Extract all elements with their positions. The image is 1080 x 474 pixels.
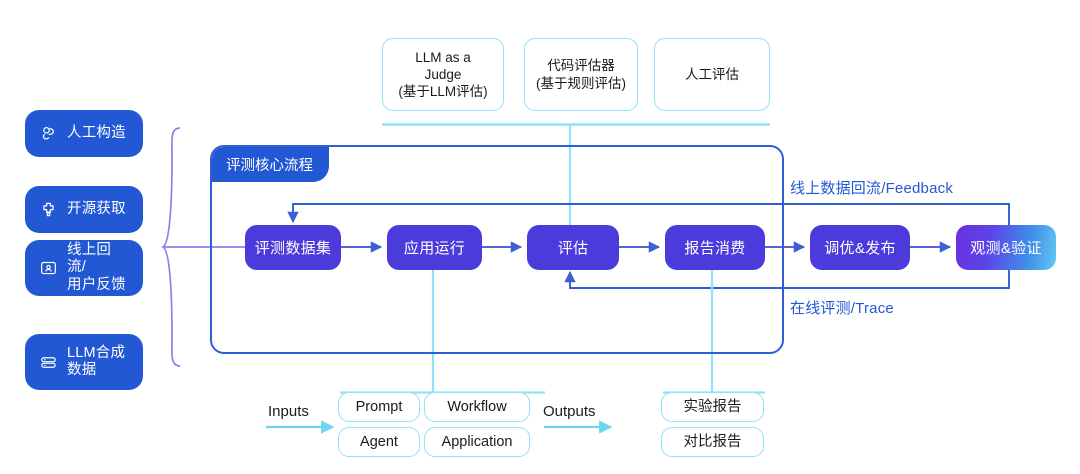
report-box-experiment[interactable]: 实验报告 <box>661 392 764 422</box>
source-pill-label: LLM合成 数据 <box>67 344 126 378</box>
source-pill-opensource[interactable]: 开源获取 <box>25 186 143 233</box>
source-pill-label: 人工构造 <box>67 124 126 141</box>
trace-loop-label: 在线评测/Trace <box>790 300 894 317</box>
feedback-loop-label: 线上数据回流/Feedback <box>790 180 954 197</box>
flow-node-report[interactable]: 报告消费 <box>665 224 765 270</box>
hand-draw-icon <box>39 124 58 143</box>
source-pill-llm-synthetic[interactable]: LLM合成 数据 <box>25 334 143 390</box>
puzzle-plus-icon <box>39 200 58 219</box>
flow-node-evaluate[interactable]: 评估 <box>527 224 619 270</box>
flow-node-tune-release[interactable]: 调优&发布 <box>810 224 910 270</box>
screen-user-icon <box>39 259 58 278</box>
source-pill-label: 开源获取 <box>67 200 126 217</box>
source-pill-label: 线上回流/ 用户反馈 <box>67 242 126 293</box>
evaluator-box-manual[interactable]: 人工评估 <box>654 38 770 111</box>
outputs-label: Outputs <box>543 403 596 420</box>
report-box-comparison[interactable]: 对比报告 <box>661 427 764 457</box>
core-process-title: 评测核心流程 <box>212 147 329 182</box>
evaluator-box-code[interactable]: 代码评估器 (基于规则评估) <box>524 38 638 111</box>
evaluator-box-llm-judge[interactable]: LLM as a Judge (基于LLM评估) <box>382 38 504 111</box>
database-icon <box>39 353 58 372</box>
artifact-box-workflow[interactable]: Workflow <box>424 392 530 422</box>
artifact-box-application[interactable]: Application <box>424 427 530 457</box>
source-pill-online-feedback[interactable]: 线上回流/ 用户反馈 <box>25 240 143 296</box>
flow-node-app-run[interactable]: 应用运行 <box>387 224 482 270</box>
artifact-box-agent[interactable]: Agent <box>338 427 420 457</box>
source-pill-manual[interactable]: 人工构造 <box>25 110 143 157</box>
artifact-box-prompt[interactable]: Prompt <box>338 392 420 422</box>
flow-node-observe-verify[interactable]: 观测&验证 <box>956 224 1056 270</box>
flow-node-dataset[interactable]: 评测数据集 <box>245 224 341 270</box>
core-process-container <box>210 145 784 354</box>
inputs-label: Inputs <box>268 403 309 420</box>
